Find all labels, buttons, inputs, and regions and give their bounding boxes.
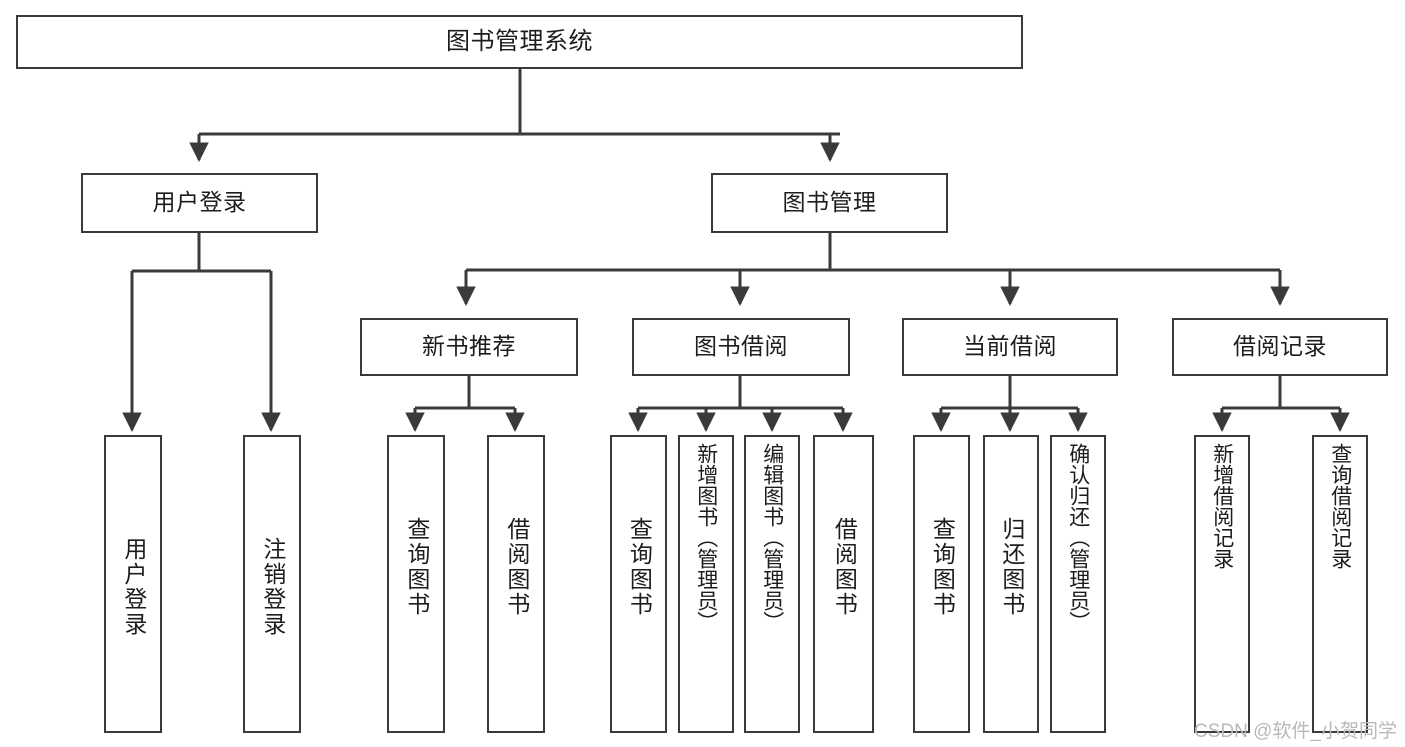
node-label: 借阅图书: [503, 517, 530, 617]
leaf-node-add-book-admin[interactable]: 新增图书（管理员）: [678, 435, 734, 733]
node-book-management[interactable]: 图书管理: [711, 173, 948, 233]
leaf-node-edit-book-admin[interactable]: 编辑图书（管理员）: [744, 435, 800, 733]
node-label: 当前借阅: [963, 333, 1057, 360]
leaf-node-query-book-borrow[interactable]: 查询图书: [610, 435, 667, 733]
leaf-node-confirm-return-admin[interactable]: 确认归还（管理员）: [1050, 435, 1106, 733]
node-label: 确认归还（管理员）: [1066, 443, 1090, 632]
node-label: 查询图书: [929, 517, 956, 617]
leaf-node-return-book[interactable]: 归还图书: [983, 435, 1039, 733]
leaf-node-query-book-current[interactable]: 查询图书: [913, 435, 970, 733]
node-user-login[interactable]: 用户登录: [81, 173, 318, 233]
leaf-node-query-book-new-rec[interactable]: 查询图书: [387, 435, 445, 733]
leaf-node-borrow-book-new-rec[interactable]: 借阅图书: [487, 435, 545, 733]
node-label: 新增图书（管理员）: [694, 443, 718, 632]
leaf-node-user-login[interactable]: 用户登录: [104, 435, 162, 733]
node-label: 查询图书: [626, 517, 653, 617]
node-label: 用户登录: [120, 537, 147, 637]
node-label: 编辑图书（管理员）: [760, 443, 784, 632]
node-label: 图书借阅: [694, 333, 788, 360]
node-book-borrow[interactable]: 图书借阅: [632, 318, 850, 376]
node-label: 归还图书: [998, 517, 1025, 617]
leaf-node-add-borrow-record[interactable]: 新增借阅记录: [1194, 435, 1250, 733]
node-current-borrow[interactable]: 当前借阅: [902, 318, 1118, 376]
node-label: 查询图书: [403, 517, 430, 617]
node-root-book-management-system[interactable]: 图书管理系统: [16, 15, 1023, 69]
leaf-node-query-borrow-record[interactable]: 查询借阅记录: [1312, 435, 1368, 733]
node-label: 借阅图书: [831, 517, 858, 617]
node-label: 注销登录: [259, 537, 286, 637]
node-label: 用户登录: [152, 189, 247, 216]
leaf-node-user-logout[interactable]: 注销登录: [243, 435, 301, 733]
node-label: 图书管理: [782, 189, 877, 216]
node-label: 新书推荐: [422, 333, 516, 360]
node-label: 借阅记录: [1233, 333, 1327, 360]
node-borrow-record[interactable]: 借阅记录: [1172, 318, 1388, 376]
node-label: 新增借阅记录: [1210, 443, 1234, 569]
node-label: 查询借阅记录: [1328, 443, 1352, 569]
csdn-watermark: CSDN @软件_小贺同学: [1194, 721, 1397, 742]
leaf-node-borrow-book[interactable]: 借阅图书: [813, 435, 874, 733]
node-label: 图书管理系统: [446, 27, 593, 55]
node-new-book-recommend[interactable]: 新书推荐: [360, 318, 578, 376]
